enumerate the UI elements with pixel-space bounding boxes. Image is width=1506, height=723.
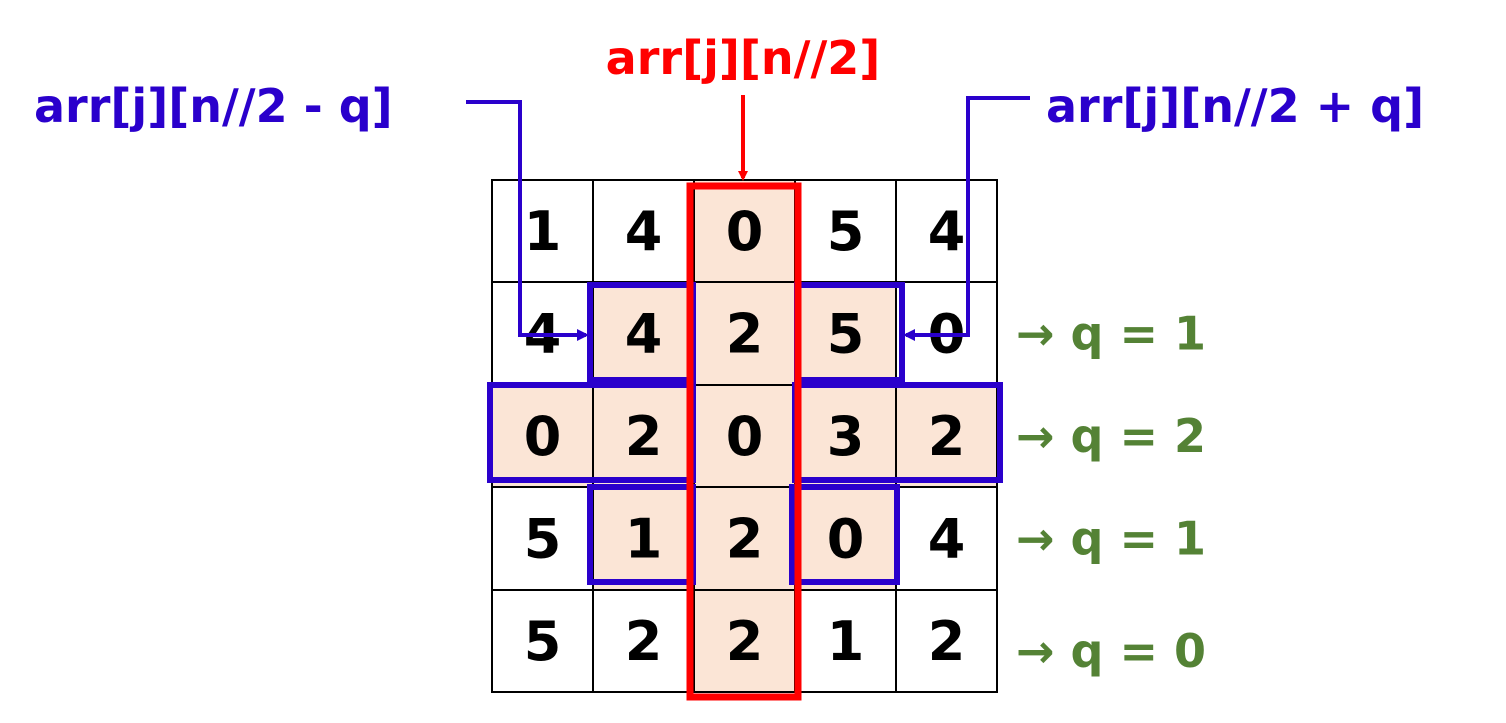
grid-cell-value: 2 [928, 610, 966, 673]
highlight-cell [593, 487, 694, 590]
grid-cell-value: 5 [827, 303, 865, 366]
highlight-cell [593, 282, 694, 385]
highlight-cell [795, 385, 896, 487]
grid-cell-value: 5 [827, 200, 865, 263]
highlight-cell [492, 385, 593, 487]
q-annotation: → q = 2 [1016, 409, 1206, 463]
highlight-cell [694, 487, 795, 590]
grid-cell-value: 4 [928, 200, 966, 263]
box-right-q1-bottom [789, 484, 900, 585]
grid-cell-value: 0 [524, 405, 562, 468]
highlight-cell [694, 180, 795, 282]
highlight-cell [795, 487, 896, 590]
row-annotations: → q = 1 → q = 2 → q = 1 → q = 0 [1016, 307, 1206, 679]
grid-cell-value: 4 [625, 200, 663, 263]
q-annotation: → q = 1 [1016, 512, 1206, 566]
grid-cell-value: 5 [524, 610, 562, 673]
q-annotation: → q = 0 [1016, 624, 1206, 678]
grid-cell-value: 0 [726, 405, 764, 468]
grid-cell-value: 4 [928, 508, 966, 571]
grid-cell-value: 0 [827, 508, 865, 571]
left-connector-arrow [466, 100, 589, 341]
grid-cell-value: 5 [524, 508, 562, 571]
highlight-cell [896, 385, 997, 487]
highlight-cell [694, 385, 795, 487]
highlight-cell [795, 282, 896, 385]
grid-cell-value: 2 [726, 303, 764, 366]
grid-cell-value: 2 [726, 508, 764, 571]
grid-cell-value: 1 [827, 610, 865, 673]
grid-cell-value: 2 [625, 405, 663, 468]
right-label: arr[j][n//2 + q] [1046, 79, 1424, 133]
center-label: arr[j][n//2] [606, 31, 881, 85]
q-annotation: → q = 1 [1016, 307, 1206, 361]
grid-cell-value: 3 [827, 405, 865, 468]
highlight-cell [694, 282, 795, 385]
grid-cell-value: 2 [928, 405, 966, 468]
grid-cell-value: 2 [625, 610, 663, 673]
left-label: arr[j][n//2 - q] [34, 79, 393, 133]
center-column-box [686, 182, 802, 701]
grid-cell-value: 0 [726, 200, 764, 263]
highlight-cell [593, 385, 694, 487]
grid-cell-value: 2 [726, 610, 764, 673]
grid-cell-value: 4 [625, 303, 663, 366]
right-connector-arrow [903, 96, 1030, 341]
grid-cell-value: 1 [625, 508, 663, 571]
grid-cell-value: 1 [524, 200, 562, 263]
highlight-cell [694, 590, 795, 692]
highlight-fills [492, 180, 997, 692]
